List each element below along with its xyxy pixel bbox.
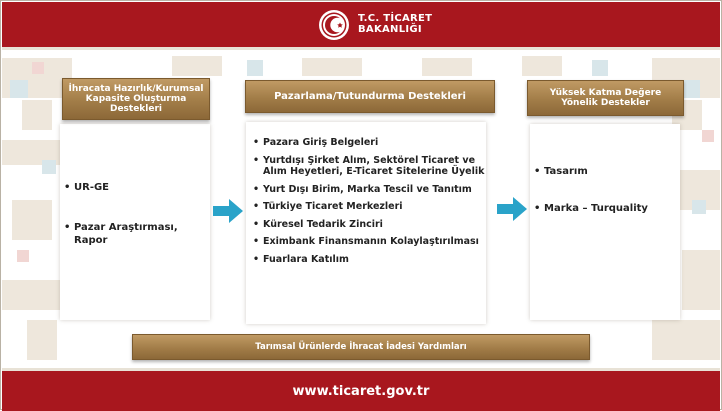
arrow-right-icon: [497, 197, 527, 221]
header-bar: T.C. TİCARET BAKANLIĞI: [2, 2, 720, 50]
ministry-name: T.C. TİCARET BAKANLIĞI: [358, 13, 432, 35]
column-3-title-line-1: Yüksek Katma Değere: [549, 88, 662, 98]
column-2-list: Pazara Giriş Belgeleri Yurtdışı Şirket A…: [253, 137, 485, 265]
list-item: Yurtdışı Şirket Alım, Sektörel Ticaret v…: [253, 155, 485, 178]
column-2-title-banner: Pazarlama/Tutundurma Destekleri: [245, 80, 495, 113]
bottom-banner-label: Tarımsal Ürünlerde İhracat İadesi Yardım…: [255, 342, 467, 352]
brand-line-1: T.C. TİCARET: [358, 13, 433, 24]
column-3-list: Tasarım Marka – Turquality: [534, 165, 676, 215]
column-1-title-banner: İhracata Hazırlık/Kurumsal Kapasite Oluş…: [62, 78, 210, 120]
column-3-title-banner: Yüksek Katma Değere Yönelik Destekler: [527, 80, 684, 116]
column-3-title-line-2: Yönelik Destekler: [561, 98, 650, 108]
list-item: Türkiye Ticaret Merkezleri: [253, 201, 485, 213]
column-2-title: Pazarlama/Tutundurma Destekleri: [274, 91, 466, 102]
ministry-logo-icon: [319, 10, 349, 40]
list-item: Pazar Araştırması, Rapor: [64, 221, 206, 247]
list-item: Yurt Dışı Birim, Marka Tescil ve Tanıtım: [253, 184, 485, 196]
list-item: Eximbank Finansmanın Kolaylaştırılması: [253, 236, 485, 248]
column-1-list: UR-GE Pazar Araştırması, Rapor: [64, 181, 206, 247]
list-item: Marka – Turquality: [534, 202, 676, 215]
column-1-title-line-1: İhracata Hazırlık/Kurumsal: [68, 84, 204, 94]
footer-url[interactable]: www.ticaret.gov.tr: [292, 383, 430, 399]
list-item: Fuarlara Katılım: [253, 254, 485, 266]
bottom-banner: Tarımsal Ürünlerde İhracat İadesi Yardım…: [132, 334, 590, 360]
list-item: Tasarım: [534, 165, 676, 178]
list-item: UR-GE: [64, 181, 206, 194]
list-item: Küresel Tedarik Zinciri: [253, 219, 485, 231]
brand-line-2: BAKANLIĞI: [358, 24, 422, 35]
footer-bar: www.ticaret.gov.tr: [2, 368, 720, 411]
decorative-background-pattern: [2, 56, 720, 360]
column-1-title-line-3: Destekleri: [109, 104, 163, 114]
list-item: Pazara Giriş Belgeleri: [253, 137, 485, 149]
column-1-title-line-2: Kapasite Oluşturma: [85, 94, 187, 104]
column-box-3: [530, 124, 680, 320]
arrow-right-icon: [213, 199, 243, 223]
